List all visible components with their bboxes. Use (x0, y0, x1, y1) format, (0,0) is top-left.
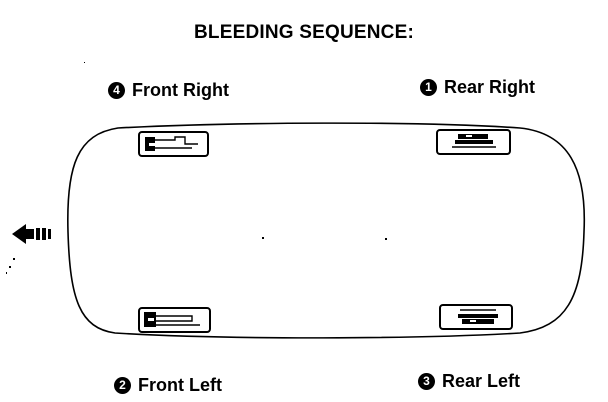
front-right-caliper-icon (138, 131, 209, 157)
label-front-left: 2 Front Left (114, 375, 222, 396)
label-text-front-left: Front Left (138, 375, 222, 395)
label-text-front-right: Front Right (132, 80, 229, 100)
scan-specks (6, 62, 387, 274)
step-badge-front-left: 2 (114, 377, 131, 394)
car-body-outline (66, 122, 586, 339)
rear-left-caliper-icon (439, 304, 513, 330)
arrow-left-icon (12, 224, 51, 244)
label-rear-left: 3 Rear Left (418, 371, 520, 392)
label-text-rear-left: Rear Left (442, 371, 521, 391)
rear-right-caliper-icon (436, 129, 511, 155)
step-badge-rear-right: 1 (420, 79, 437, 96)
diagram-title: BLEEDING SEQUENCE: (193, 22, 414, 43)
step-badge-front-right: 4 (108, 82, 125, 99)
step-badge-rear-left: 3 (418, 373, 435, 390)
label-front-right: 4 Front Right (108, 80, 229, 101)
label-text-rear-right: Rear Right (444, 77, 536, 97)
label-rear-right: 1 Rear Right (420, 77, 535, 98)
front-left-caliper-icon (138, 307, 211, 333)
